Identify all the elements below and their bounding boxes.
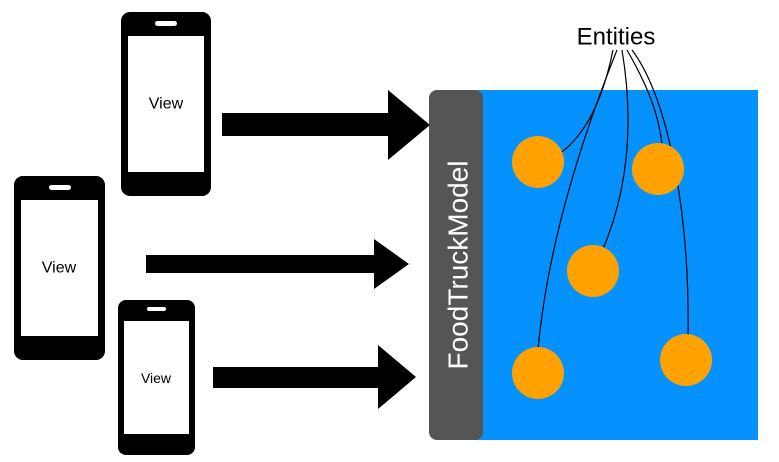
entity-circle-4 xyxy=(512,347,564,399)
entities-label: Entities xyxy=(577,24,656,51)
connector-2 xyxy=(537,49,618,351)
arrow-3 xyxy=(213,345,416,409)
view-label-3: View xyxy=(141,370,172,386)
view-phone-1: View xyxy=(121,12,211,196)
entity-circle-3 xyxy=(567,245,619,297)
view-label-1: View xyxy=(149,96,184,113)
view-label-2: View xyxy=(42,260,77,277)
view-phone-2: View xyxy=(14,176,105,360)
speaker-icon xyxy=(147,307,166,311)
speaker-icon xyxy=(155,21,177,26)
arrow-1 xyxy=(222,90,430,160)
entity-circle-2 xyxy=(632,143,684,195)
view-phone-3: View xyxy=(118,300,195,455)
arrow-2 xyxy=(146,239,409,289)
speaker-icon xyxy=(49,185,71,190)
entity-circle-5 xyxy=(660,334,712,386)
connector-3 xyxy=(602,49,629,250)
connector-4 xyxy=(626,49,663,144)
entity-circle-1 xyxy=(512,136,564,188)
model-title: FoodTruckModel xyxy=(443,160,474,369)
model-bar xyxy=(429,90,483,440)
